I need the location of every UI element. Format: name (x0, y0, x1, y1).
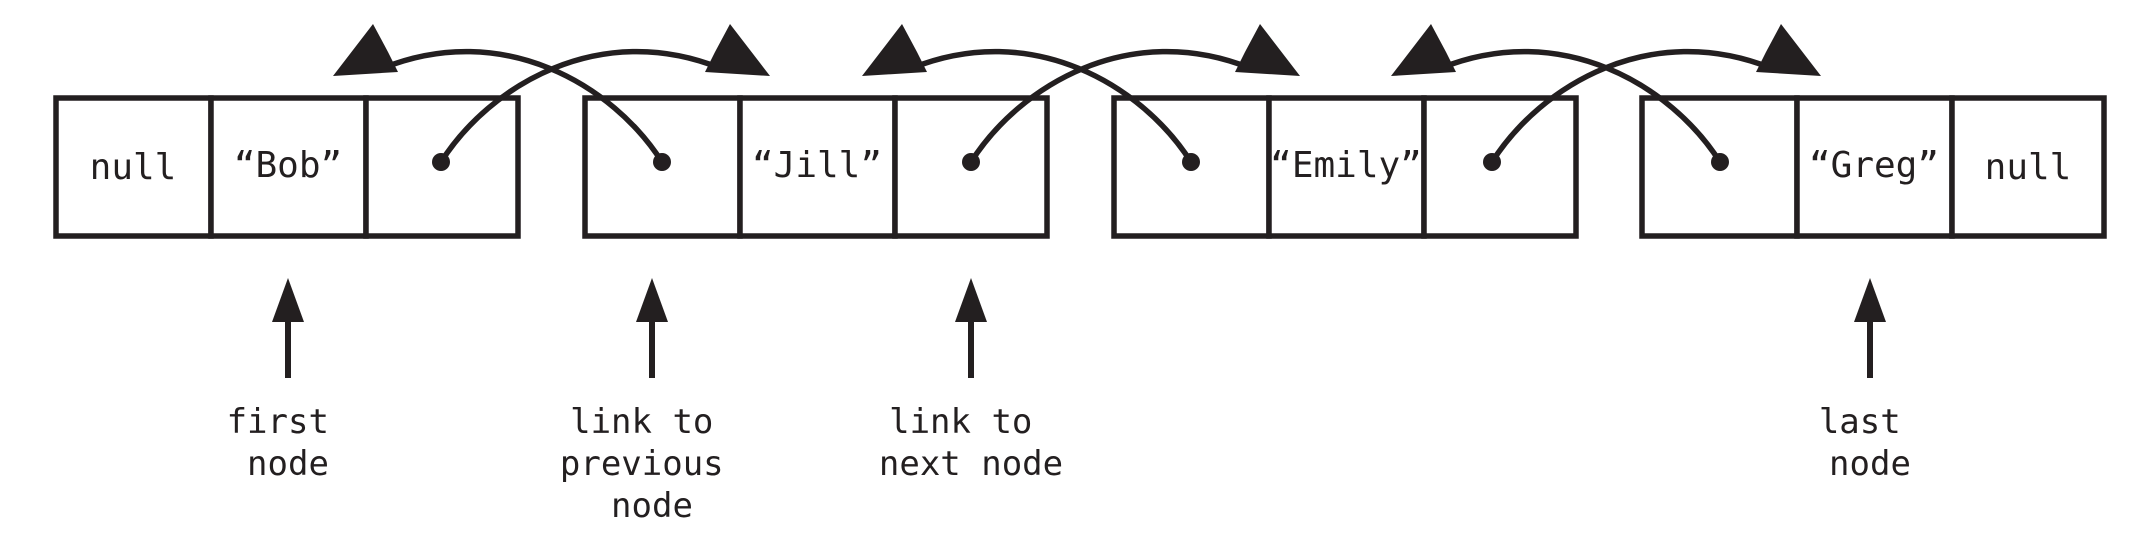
last-node-pointer-arrow (1854, 278, 1886, 378)
node-2-value-text: “Jill” (752, 145, 882, 186)
prev-link-pointer-arrow (636, 278, 668, 378)
node-3-value-cell (1266, 95, 1427, 239)
prev-link-4-to-3 (1391, 24, 1729, 171)
node-1-value-cell (208, 95, 369, 239)
list-node-4: “Greg” null (1639, 95, 2107, 239)
node-1-prev-cell (53, 95, 214, 239)
node-4-value-text: “Greg” (1809, 145, 1939, 186)
node-1-prev-text: null (90, 147, 177, 188)
node-2-value-cell (737, 95, 898, 239)
list-node-2: “Jill” (582, 95, 1050, 239)
caption-link-to-next-line-1: link to (889, 402, 1032, 442)
node-3-next-cell (1421, 95, 1579, 239)
caption-link-to-previous-line-1: link to (570, 402, 713, 442)
caption-link-to-next: link to next node (879, 402, 1063, 484)
list-node-1: null “Bob” (53, 95, 521, 239)
next-link-pointer-arrow (955, 278, 987, 378)
prev-link-3-to-2 (862, 24, 1200, 171)
node-1-value-text: “Bob” (234, 145, 342, 186)
first-node-pointer-arrow (272, 278, 304, 378)
prev-link-2-to-1 (333, 24, 671, 171)
node-4-next-text: null (1985, 147, 2072, 188)
caption-last-node: last node (1819, 402, 1921, 484)
caption-link-to-next-line-2: next node (879, 444, 1063, 484)
caption-link-to-previous-line-2: previous (560, 444, 724, 484)
caption-last-node-line-1: last (1819, 402, 1901, 442)
node-3-value-text: “Emily” (1270, 145, 1422, 186)
caption-first-node: first node (227, 402, 350, 484)
caption-first-node-line-1: first (227, 402, 329, 442)
list-node-3: “Emily” (1111, 95, 1579, 239)
node-4-next-cell (1949, 95, 2107, 239)
node-4-value-cell (1794, 95, 1955, 239)
caption-link-to-previous-line-3: node (611, 486, 693, 526)
caption-link-to-previous: link to previous node (560, 402, 744, 526)
caption-last-node-line-2: node (1829, 444, 1911, 484)
caption-first-node-line-2: node (247, 444, 329, 484)
